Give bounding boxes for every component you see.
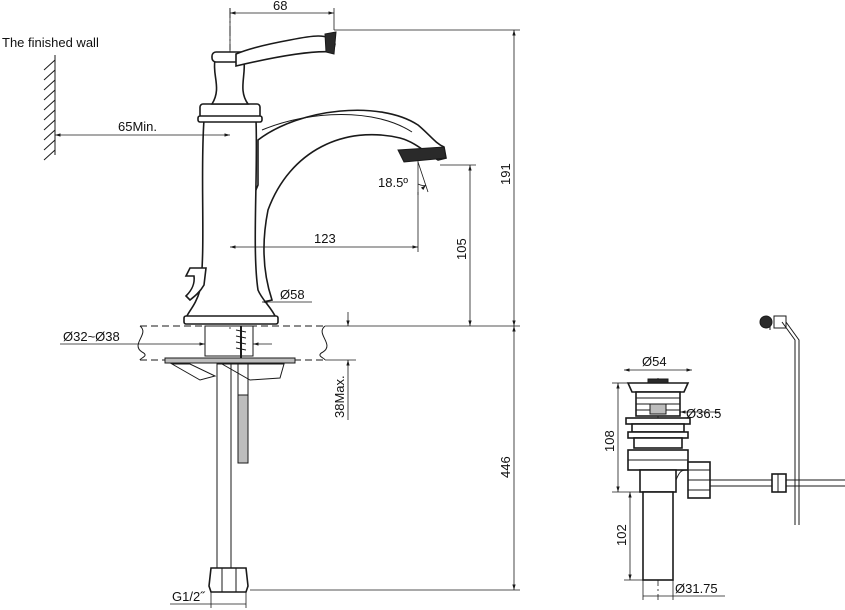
dimension-123-label: 123 <box>314 231 336 246</box>
dimension-446-label: 446 <box>498 456 513 478</box>
drain-assembly <box>625 315 845 581</box>
dimension-drain-102-label: 102 <box>614 524 629 546</box>
dimension-68 <box>229 8 335 50</box>
finished-wall <box>43 55 56 161</box>
dimension-65min-label: 65Min. <box>118 119 157 134</box>
supply-hoses <box>208 363 249 593</box>
angle-mark <box>417 160 429 195</box>
countertop <box>137 325 328 381</box>
dimension-drain-102 <box>624 492 643 581</box>
dimension-drain-108 <box>612 382 643 493</box>
dimension-drain-top-dia-label: Ø54 <box>642 354 667 369</box>
dimension-38max <box>325 312 356 420</box>
dimension-38max-label: 38Max. <box>332 375 347 418</box>
angle-label: 18.5º <box>378 175 408 190</box>
finished-wall-label: The finished wall <box>2 35 99 50</box>
dimension-hole-dia <box>60 330 272 348</box>
dimension-drain-108-label: 108 <box>602 430 617 452</box>
dimension-446 <box>250 326 520 591</box>
dimension-tail-dia <box>642 580 725 600</box>
dimension-191 <box>334 29 520 326</box>
dimension-drain-body-dia-label: Ø36.5 <box>686 406 721 421</box>
dimension-105 <box>440 164 476 326</box>
dimension-tail-dia-label: Ø31.75 <box>675 581 718 596</box>
faucet-body <box>183 31 447 325</box>
dimension-105-label: 105 <box>454 238 469 260</box>
dimension-thread-label: G1/2˝ <box>172 589 206 604</box>
dimension-123 <box>230 192 419 252</box>
dimension-191-label: 191 <box>498 163 513 185</box>
dimension-base-dia-label: Ø58 <box>280 287 305 302</box>
dimension-hole-dia-label: Ø32~Ø38 <box>63 329 120 344</box>
dimension-thread <box>170 592 247 608</box>
dimension-68-label: 68 <box>273 0 287 13</box>
